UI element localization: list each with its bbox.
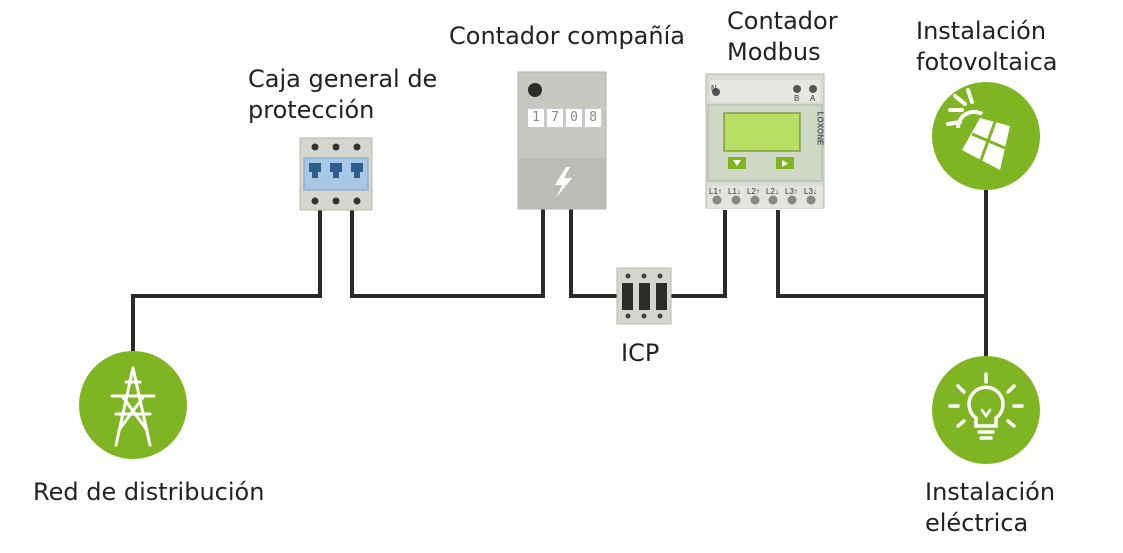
grid-icon-circle	[79, 351, 187, 459]
modbus-meter-label-line2: Modbus	[727, 38, 821, 66]
wire-icp-to-modbus	[668, 210, 727, 298]
meter-digit: 1	[527, 108, 545, 128]
modbus-terminal-label: L1↓	[728, 187, 741, 196]
electrical-icon-circle	[932, 356, 1040, 464]
meter-digit: 7	[546, 108, 564, 128]
modbus-terminal-label: L3↑	[785, 187, 798, 196]
modbus-meter-label-line1: Contador	[727, 7, 838, 35]
cgp-device	[299, 137, 373, 211]
modbus-terminal-label: N	[711, 84, 717, 93]
solar-panel-icon	[946, 88, 1010, 170]
light-bulb-icon	[948, 372, 1024, 440]
electrical-label-line2: eléctrica	[925, 509, 1029, 537]
cgp-label-line1: Caja general de	[248, 65, 438, 93]
modbus-terminal-label: A	[810, 94, 816, 103]
modbus-brand: LOXONE	[815, 111, 825, 146]
wire-modbus-to-installations	[776, 210, 986, 298]
pv-icon-circle	[932, 82, 1040, 190]
grid-label: Red de distribución	[33, 478, 265, 506]
meter-digit: 8	[584, 108, 602, 128]
modbus-terminal-label: L3↓	[804, 187, 817, 196]
pv-label-line1: Instalación	[916, 17, 1047, 45]
modbus-terminal-label: B	[794, 94, 800, 103]
company-meter-device	[517, 71, 607, 210]
meter-digit: 0	[565, 108, 583, 128]
modbus-terminal-label: L2↑	[747, 187, 760, 196]
lightning-bolt-icon	[555, 167, 572, 198]
wires	[131, 190, 988, 360]
modbus-terminal-label: L2↓	[766, 187, 779, 196]
pv-label-line2: fotovoltaica	[916, 48, 1058, 76]
company-meter-label: Contador compañía	[449, 22, 685, 50]
wire-cgp-to-company-meter	[350, 205, 545, 298]
cgp-label-line2: protección	[248, 96, 375, 124]
wire-company-meter-to-icp	[569, 205, 620, 298]
modbus-meter-device	[705, 73, 825, 209]
icp-label: ICP	[621, 339, 660, 367]
transmission-tower-icon	[110, 366, 156, 447]
modbus-terminal-label: L1↑	[709, 187, 722, 196]
electrical-label-line1: Instalación	[925, 478, 1056, 506]
wire-grid-to-cgp	[131, 205, 322, 355]
icp-device	[616, 267, 672, 325]
